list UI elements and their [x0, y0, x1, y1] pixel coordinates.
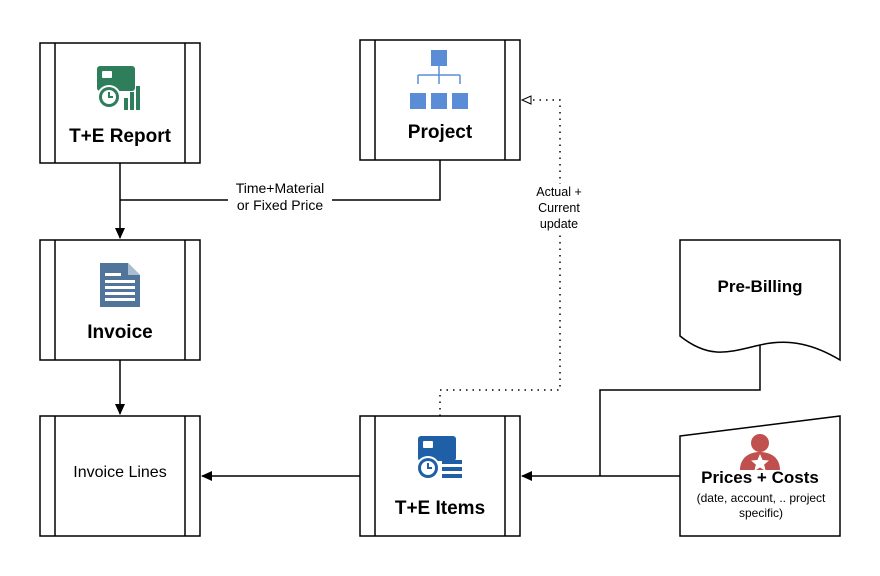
invoice-lines-box[interactable]	[39, 415, 201, 537]
pre-billing-shape[interactable]	[679, 239, 841, 362]
edge-project-to-invoice	[120, 160, 441, 201]
edge-te-items-to-project-dotted	[439, 95, 561, 416]
prices-costs-title: Prices + Costs	[701, 468, 819, 487]
invoice-title: Invoice	[87, 322, 153, 343]
edge-label-time-material: Time+Material or Fixed Price	[228, 180, 332, 214]
edge-pre-billing-to-flow	[599, 345, 761, 476]
edge-label-line-2: Current	[538, 201, 580, 215]
te-items-title: T+E Items	[394, 498, 486, 519]
hierarchy-icon	[410, 50, 468, 109]
edge-label-line-3: update	[539, 217, 579, 231]
edge-label-line-1: Actual +	[536, 185, 582, 199]
edge-label-line-1: Time+Material	[235, 180, 325, 196]
project-title: Project	[407, 122, 473, 143]
timesheet-list-icon	[416, 436, 462, 480]
invoice-lines-title: Invoice Lines	[73, 464, 167, 481]
te-report-title: T+E Report	[69, 126, 171, 147]
pre-billing-title: Pre-Billing	[717, 277, 803, 296]
user-star-icon	[740, 434, 780, 471]
edge-label-actual-current: Actual + Current update	[526, 184, 592, 232]
document-icon	[100, 263, 140, 307]
timesheet-chart-icon	[97, 66, 140, 110]
edge-label-line-2: or Fixed Price	[236, 197, 324, 213]
prices-costs-shape[interactable]	[679, 415, 841, 537]
invoice-box[interactable]	[39, 239, 201, 361]
prices-costs-subtitle: (date, account, .. project specific)	[696, 491, 826, 520]
te-report-box[interactable]	[39, 42, 201, 164]
